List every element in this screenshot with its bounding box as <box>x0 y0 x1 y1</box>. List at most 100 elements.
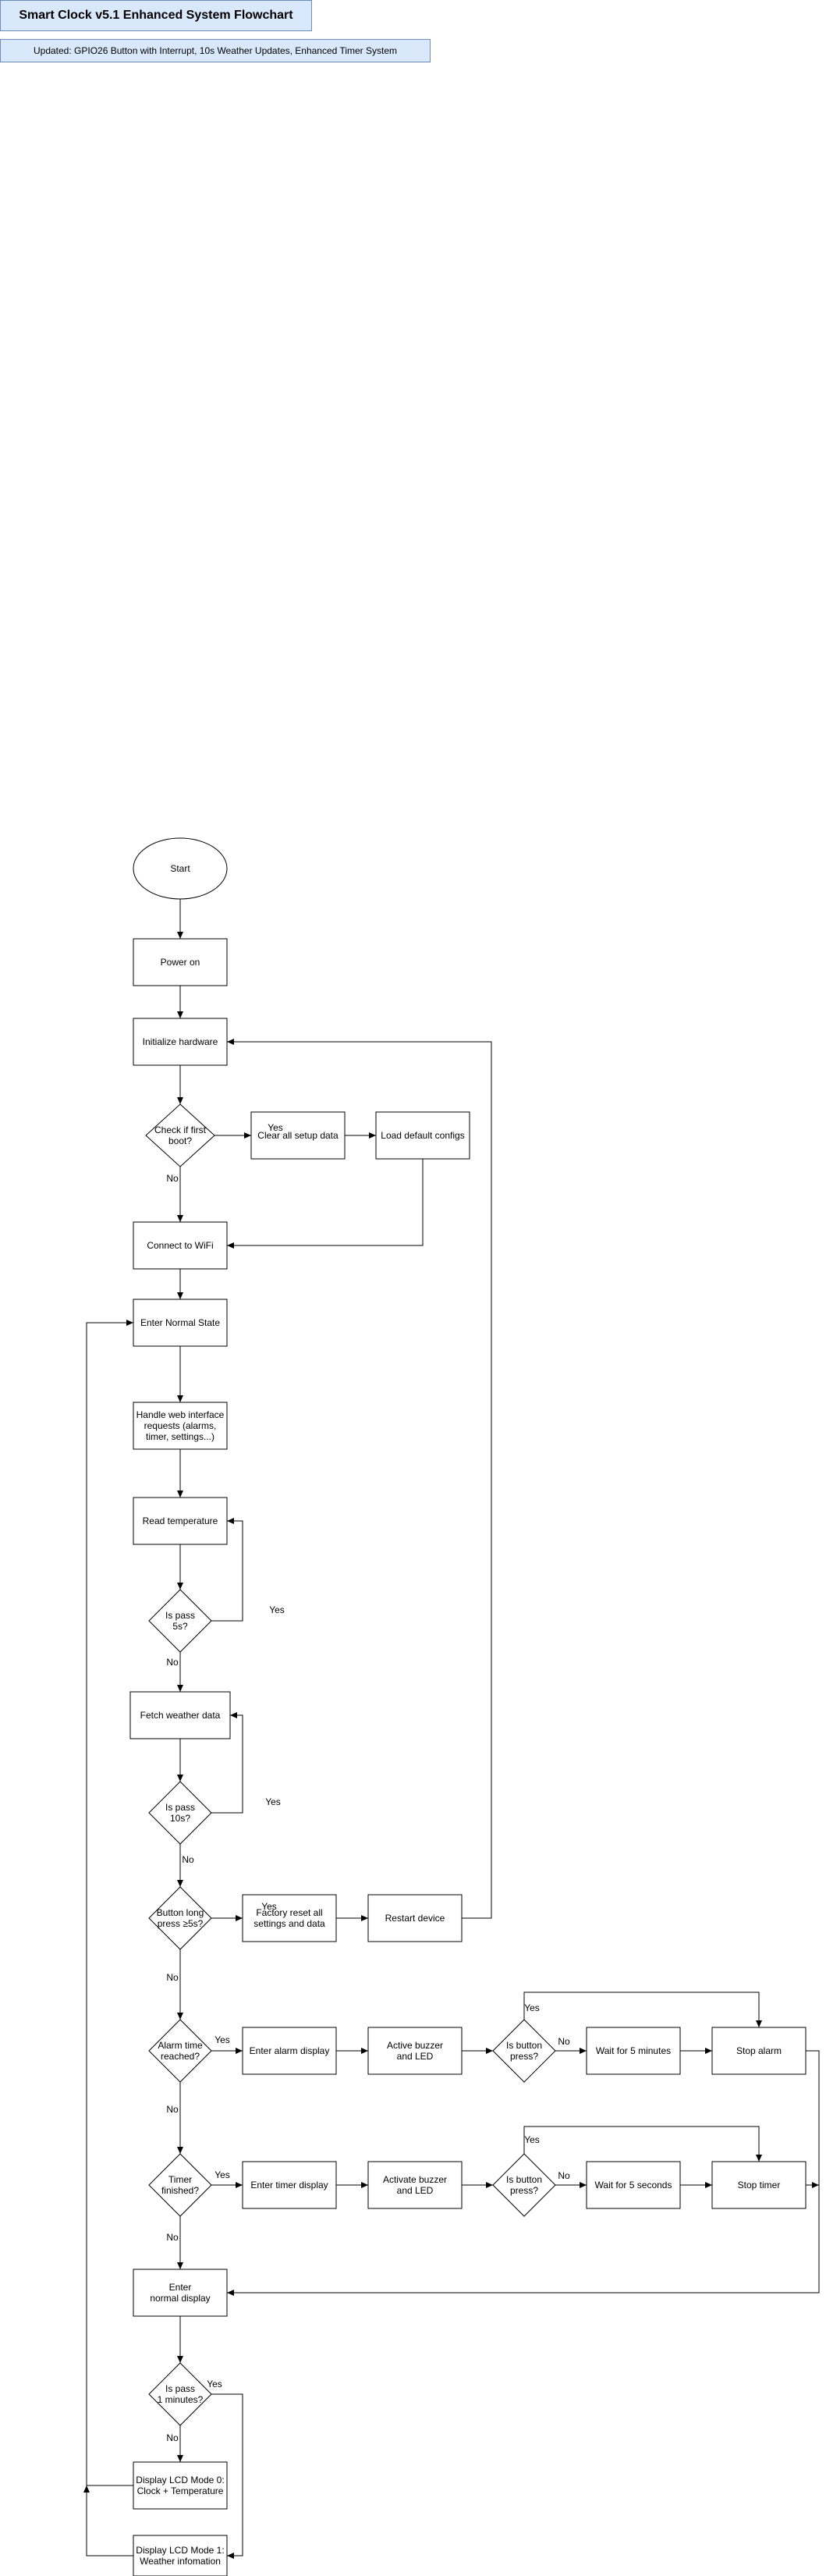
node-label: Active buzzer <box>387 2040 443 2051</box>
node-wait5s: Wait for 5 seconds <box>586 2161 681 2209</box>
node-label: press? <box>510 2051 538 2062</box>
node-shape <box>148 2153 212 2217</box>
node-shape <box>133 1497 228 1545</box>
node-label: 10s? <box>170 1813 190 1824</box>
node-alarm-display: Enter alarm display <box>242 2027 337 2075</box>
node-label: Enter Normal State <box>140 1317 220 1328</box>
label-pass5-no: No <box>166 1657 179 1668</box>
node-timer-display: Enter timer display <box>242 2161 337 2209</box>
node-load-defaults: Load default configs <box>375 1111 470 1160</box>
edge-stopalarm-normaldisplay <box>227 2050 820 2296</box>
node-shape <box>148 1886 212 1950</box>
node-label: Display LCD Mode 0: <box>136 2475 224 2485</box>
label-pass1m-no: No <box>166 2432 179 2443</box>
node-shape <box>711 2027 807 2075</box>
edge-pass1m-yes-lcd1 <box>211 2393 243 2559</box>
node-label: Start <box>170 863 190 874</box>
node-label: Connect to WiFi <box>147 1240 213 1251</box>
node-label: Factory reset all <box>256 1907 322 1918</box>
label-pass10-yes: Yes <box>265 1796 281 1807</box>
node-label: Display LCD Mode 1: <box>136 2545 224 2556</box>
label-alarmbtn-no: No <box>558 2036 570 2047</box>
node-clear-setup: Clear all setup data <box>250 1111 346 1160</box>
node-label: Stop alarm <box>736 2045 782 2056</box>
node-label: Restart device <box>385 1913 445 1924</box>
node-shape <box>133 1018 228 1066</box>
node-label: Is pass <box>165 1610 195 1621</box>
node-shape <box>367 2161 463 2209</box>
node-label: press ≥5s? <box>158 1918 204 1929</box>
node-start: Start <box>133 837 228 900</box>
label-alarmbtn-yes: Yes <box>524 2002 540 2013</box>
node-shape <box>711 2161 807 2209</box>
node-shape <box>145 1103 215 1167</box>
node-shape <box>367 1894 463 1942</box>
label-alarm-no: No <box>166 2104 179 2115</box>
node-label: and LED <box>397 2185 434 2196</box>
label-timer-yes: Yes <box>214 2169 230 2180</box>
node-shape <box>492 2019 556 2083</box>
node-label: requests (alarms, <box>144 1420 217 1431</box>
node-label: Is pass <box>165 2383 195 2394</box>
node-init-hw: Initialize hardware <box>133 1018 228 1066</box>
node-stop-timer: Stop timer <box>711 2161 807 2209</box>
node-shape <box>492 2153 556 2217</box>
node-label: Power on <box>161 957 200 968</box>
node-shape <box>242 1894 337 1942</box>
node-shape <box>242 2027 337 2075</box>
label-pass5-yes: Yes <box>269 1604 285 1615</box>
label-longpress-no: No <box>166 1972 179 1983</box>
node-label: reached? <box>161 2051 200 2062</box>
node-label: Timer <box>168 2174 192 2185</box>
node-label: timer, settings...) <box>146 1431 214 1442</box>
node-label: Alarm time <box>158 2040 203 2051</box>
node-connect-wifi: Connect to WiFi <box>133 1221 228 1270</box>
label-pass10-no: No <box>182 1854 194 1865</box>
node-shape <box>586 2161 681 2209</box>
node-shape <box>250 1111 346 1160</box>
label-firstboot-no: No <box>166 1173 179 1184</box>
node-shape <box>133 2461 228 2510</box>
node-label: Is button <box>506 2174 542 2185</box>
label-pass1m-yes: Yes <box>207 2379 222 2389</box>
edge-restart-init <box>227 1039 492 1919</box>
node-label: Read temperature <box>143 1515 218 1526</box>
node-label: Enter alarm display <box>250 2045 330 2056</box>
node-label: Is button <box>506 2040 542 2051</box>
node-shape <box>133 837 228 900</box>
node-label: 1 minutes? <box>158 2394 204 2405</box>
node-label: Clear all setup data <box>257 1130 339 1141</box>
node-label: and LED <box>397 2051 434 2062</box>
node-shape <box>242 2161 337 2209</box>
label-alarm-yes: Yes <box>214 2034 230 2045</box>
node-shape <box>148 1589 212 1653</box>
node-label: finished? <box>161 2185 199 2196</box>
node-label: Clock + Temperature <box>137 2485 224 2496</box>
label-timerbtn-no: No <box>558 2170 570 2181</box>
node-label: Weather infomation <box>140 2556 221 2567</box>
edge-lcd1-join <box>83 2485 133 2556</box>
node-normal-state: Enter Normal State <box>133 1299 228 1347</box>
node-label: Load default configs <box>381 1130 464 1141</box>
flowchart-edges <box>83 899 820 2559</box>
node-restart: Restart device <box>367 1894 463 1942</box>
node-shape <box>148 2019 212 2083</box>
flowchart-edge-labels: YesNoYesNoYesNoYesNoYesNoNoYesYesNoNoYes… <box>166 1122 570 2443</box>
node-fetch-weather: Fetch weather data <box>129 1691 231 1739</box>
node-power-on: Power on <box>133 938 228 986</box>
node-shape <box>133 1221 228 1270</box>
node-label: Enter timer display <box>250 2180 328 2190</box>
edge-pass5-yes-loop <box>211 1518 243 1622</box>
node-lcd0: Display LCD Mode 0:Clock + Temperature <box>133 2461 228 2510</box>
